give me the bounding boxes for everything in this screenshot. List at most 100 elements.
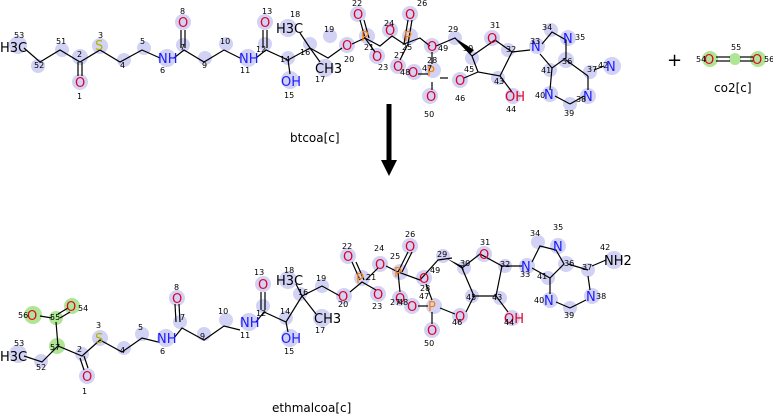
svg-text:42: 42 [598, 61, 608, 70]
svg-text:48: 48 [398, 298, 408, 307]
svg-text:NH: NH [158, 52, 178, 67]
svg-text:32: 32 [506, 45, 516, 54]
svg-text:24: 24 [384, 19, 394, 28]
svg-text:O: O [66, 300, 76, 315]
svg-text:NH: NH [240, 316, 260, 331]
svg-text:53: 53 [14, 339, 24, 348]
svg-text:4: 4 [120, 61, 125, 70]
svg-text:CH3: CH3 [314, 312, 341, 327]
svg-text:49: 49 [430, 266, 440, 275]
svg-text:1: 1 [77, 92, 82, 101]
svg-text:15: 15 [284, 347, 294, 356]
svg-text:O: O [426, 90, 436, 105]
btcoa-name: btcoa[c] [290, 131, 340, 145]
svg-text:44: 44 [504, 318, 514, 327]
svg-text:29: 29 [437, 250, 447, 259]
svg-text:50: 50 [424, 110, 434, 119]
svg-text:O: O [419, 272, 429, 287]
svg-text:17: 17 [315, 326, 325, 335]
svg-text:41: 41 [537, 272, 547, 281]
svg-text:40: 40 [534, 296, 544, 305]
ethmalcoa-atom-highlights [9, 235, 623, 384]
svg-text:31: 31 [490, 21, 500, 30]
svg-text:30: 30 [460, 259, 470, 268]
svg-text:N: N [553, 240, 563, 255]
svg-text:7: 7 [180, 43, 185, 52]
svg-text:3: 3 [98, 31, 103, 40]
svg-text:50: 50 [424, 339, 434, 348]
svg-text:O: O [27, 309, 37, 324]
svg-text:46: 46 [452, 318, 462, 327]
svg-text:20: 20 [338, 300, 348, 309]
svg-text:O: O [172, 292, 182, 307]
svg-text:42: 42 [600, 243, 610, 252]
svg-text:S: S [95, 39, 103, 54]
ethmalcoa-structure: O O H3C O S NH O NH O OH H3C CH3 O P O O… [0, 223, 632, 396]
svg-text:16: 16 [300, 48, 310, 57]
svg-text:16: 16 [298, 288, 308, 297]
svg-text:14: 14 [280, 55, 290, 64]
svg-text:O: O [405, 240, 415, 255]
svg-text:O: O [479, 248, 489, 263]
btcoa-atoms: H3C O S NH O NH O OH H3C CH3 O P O O O P… [0, 8, 616, 105]
svg-text:O: O [405, 8, 415, 23]
svg-text:P: P [356, 272, 364, 287]
svg-text:6: 6 [160, 347, 165, 356]
svg-text:26: 26 [417, 0, 427, 8]
svg-text:12: 12 [256, 309, 266, 318]
svg-text:37: 37 [587, 65, 597, 74]
svg-text:P: P [361, 30, 369, 45]
ethmalcoa-atoms: O O H3C O S NH O NH O OH H3C CH3 O P O O… [0, 240, 632, 385]
svg-text:O: O [373, 288, 383, 303]
svg-text:H3C: H3C [0, 350, 27, 365]
svg-text:NH: NH [157, 332, 177, 347]
svg-text:36: 36 [562, 57, 572, 66]
svg-text:48: 48 [400, 68, 410, 77]
svg-text:55: 55 [50, 313, 60, 322]
svg-text:S: S [95, 332, 103, 347]
svg-text:5: 5 [140, 37, 145, 46]
svg-text:22: 22 [352, 0, 362, 8]
co2-structure: O O 54 55 56 [696, 43, 773, 68]
svg-text:44: 44 [506, 105, 516, 114]
svg-text:1: 1 [82, 387, 87, 396]
svg-text:27: 27 [394, 51, 404, 60]
svg-text:9: 9 [200, 332, 205, 341]
svg-text:H3C: H3C [276, 22, 303, 37]
svg-text:54: 54 [696, 55, 706, 64]
svg-text:36: 36 [564, 259, 574, 268]
svg-text:P: P [394, 266, 402, 281]
svg-text:10: 10 [220, 37, 230, 46]
btcoa-bonds [23, 19, 605, 105]
svg-text:35: 35 [575, 33, 585, 42]
svg-text:NH: NH [239, 52, 259, 67]
co2-name: co2[c] [714, 81, 752, 95]
svg-text:N: N [586, 290, 596, 305]
svg-text:29: 29 [448, 25, 458, 34]
svg-text:54: 54 [78, 304, 88, 313]
svg-text:8: 8 [180, 7, 185, 16]
svg-text:O: O [487, 32, 497, 47]
svg-text:OH: OH [281, 75, 301, 90]
svg-text:O: O [343, 250, 353, 265]
svg-text:O: O [375, 258, 385, 273]
svg-text:P: P [404, 30, 412, 45]
svg-text:O: O [338, 290, 348, 305]
h3c-label: H3C [0, 41, 27, 56]
svg-text:O: O [704, 53, 714, 68]
svg-text:11: 11 [240, 331, 250, 340]
svg-text:12: 12 [256, 45, 266, 54]
svg-text:32: 32 [500, 260, 510, 269]
svg-text:N: N [606, 60, 616, 75]
svg-text:24: 24 [374, 244, 384, 253]
svg-text:25: 25 [402, 43, 412, 52]
svg-text:20: 20 [344, 55, 354, 64]
svg-text:N: N [583, 90, 593, 105]
svg-text:O: O [407, 300, 417, 315]
svg-text:O: O [427, 324, 437, 339]
svg-text:41: 41 [541, 66, 551, 75]
svg-text:52: 52 [36, 363, 46, 372]
svg-text:56: 56 [764, 55, 773, 64]
